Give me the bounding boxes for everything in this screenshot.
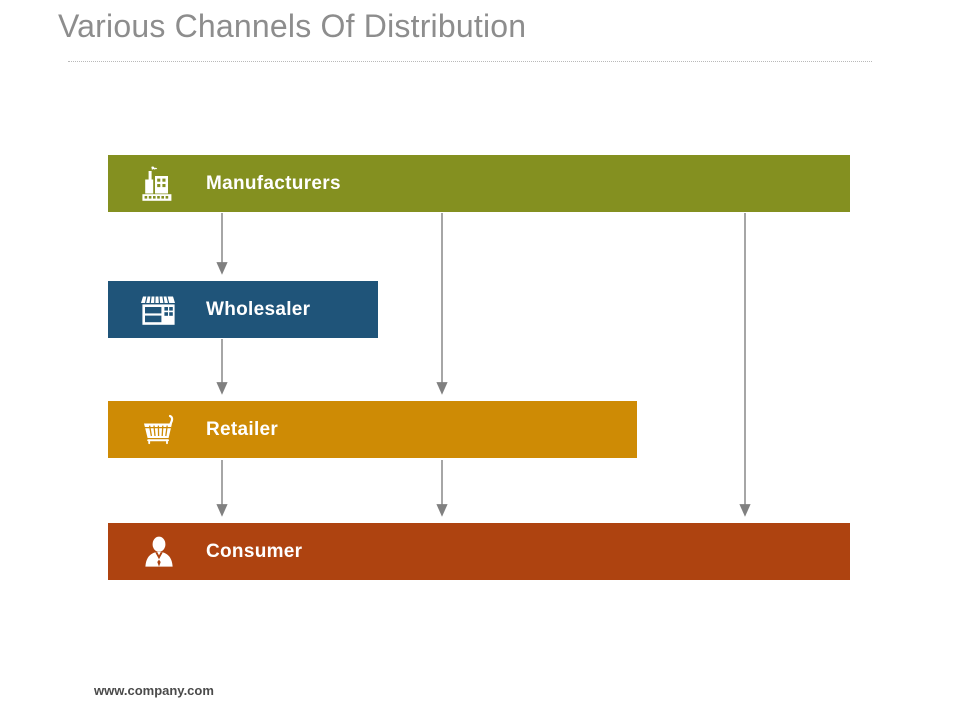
title-divider bbox=[68, 61, 872, 62]
stage-bar-wholesaler[interactable]: Wholesaler bbox=[108, 281, 378, 338]
stage-bar-consumer[interactable]: Consumer bbox=[108, 523, 850, 580]
stage-bar-retailer[interactable]: Retailer bbox=[108, 401, 637, 458]
page-title: Various Channels Of Distribution bbox=[58, 8, 527, 44]
stage-label-manufacturers: Manufacturers bbox=[206, 172, 341, 194]
storefront-icon bbox=[136, 289, 182, 331]
stage-label-retailer: Retailer bbox=[206, 418, 279, 440]
factory-icon bbox=[136, 163, 182, 205]
stage-bar-manufacturers[interactable]: Manufacturers bbox=[108, 155, 850, 212]
footer-company-url: www.company.com bbox=[94, 683, 214, 698]
stage-label-wholesaler: Wholesaler bbox=[206, 298, 311, 320]
stage-label-consumer: Consumer bbox=[206, 540, 303, 562]
shopping-cart-icon bbox=[136, 409, 182, 451]
person-icon bbox=[136, 531, 182, 573]
